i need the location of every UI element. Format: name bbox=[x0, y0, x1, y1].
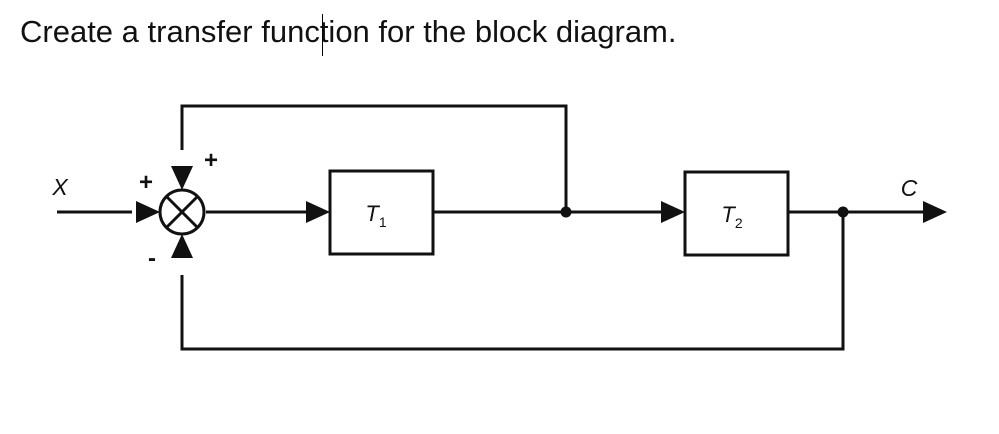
block-t2 bbox=[683, 170, 790, 257]
arrow-into-t2 bbox=[661, 201, 685, 223]
bottom-feedback-path bbox=[180, 212, 845, 351]
takeoff-point-1 bbox=[560, 206, 572, 218]
output-label: C bbox=[901, 175, 918, 201]
input-label: X bbox=[51, 174, 69, 200]
sign-top: + bbox=[204, 147, 218, 174]
block-t2-label: T2 bbox=[721, 202, 742, 231]
text-cursor bbox=[322, 14, 323, 56]
block-t1-sub: 1 bbox=[379, 214, 387, 230]
junction-cross-2 bbox=[165, 195, 199, 229]
block-t2-base: T bbox=[721, 202, 736, 227]
arrow-into-junction-bottom bbox=[171, 234, 193, 258]
sign-bottom: - bbox=[148, 245, 156, 272]
takeoff-point-2 bbox=[837, 206, 849, 218]
top-feedback-path bbox=[180, 104, 568, 212]
arrow-into-junction-top bbox=[171, 166, 193, 190]
block-t1-label: T1 bbox=[365, 201, 386, 230]
arrow-into-junction-left bbox=[136, 201, 160, 223]
block-t2-sub: 2 bbox=[735, 215, 743, 231]
block-t1-base: T bbox=[365, 201, 380, 226]
arrow-output bbox=[923, 201, 947, 223]
block-t1 bbox=[328, 169, 435, 256]
arrow-into-t1 bbox=[306, 201, 330, 223]
sign-input: + bbox=[139, 169, 153, 196]
question-text: Create a transfer function for the block… bbox=[20, 14, 677, 49]
